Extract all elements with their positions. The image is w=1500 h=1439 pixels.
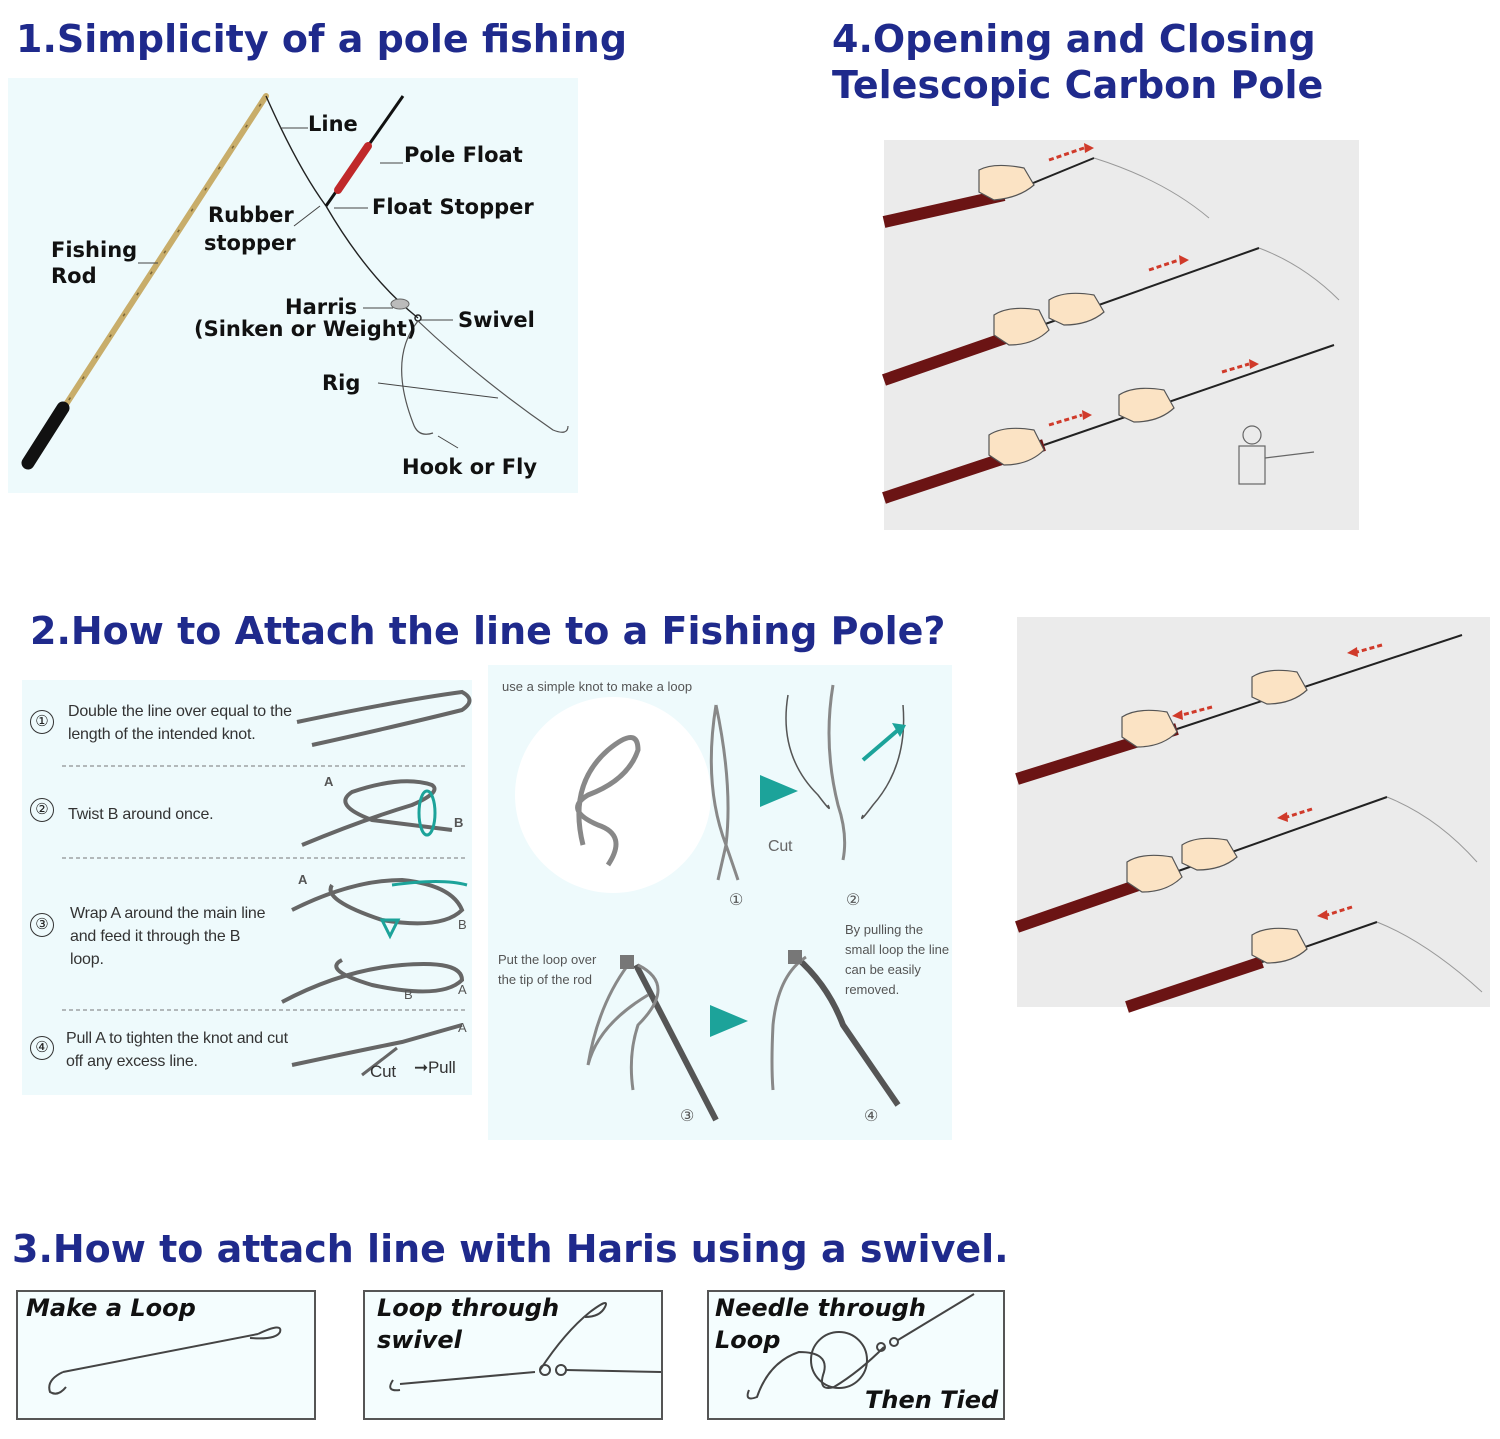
loop-swivel-drawing bbox=[389, 1302, 662, 1392]
section1-heading: 1.Simplicity of a pole fishing bbox=[16, 17, 628, 61]
label-hook: Hook or Fly bbox=[402, 455, 538, 479]
mark-b-step3: B bbox=[458, 917, 467, 932]
step-1-number: ① bbox=[30, 710, 54, 734]
loop-swivel-box: Loop through swivel bbox=[363, 1290, 663, 1420]
label-rig: Rig bbox=[322, 371, 361, 395]
mark-a-step4: A bbox=[458, 1020, 467, 1035]
label-fishing: Fishing bbox=[51, 238, 138, 262]
mark-a-step2: A bbox=[324, 774, 334, 789]
label-stopper: stopper bbox=[204, 231, 296, 255]
section4-heading-line1: 4.Opening and Closing bbox=[832, 17, 1316, 61]
knot-steps-panel: ① Double the line over equal to the leng… bbox=[22, 680, 472, 1095]
note-by-pulling: By pulling the small loop the line can b… bbox=[845, 922, 950, 997]
mark-a-step3: A bbox=[298, 872, 308, 887]
note-put-loop: Put the loop over the tip of the rod bbox=[498, 952, 597, 987]
step-2-text: Twist B around once. bbox=[68, 806, 214, 823]
label-harris: Harris bbox=[285, 295, 358, 319]
step-4-number: ④ bbox=[30, 1036, 54, 1060]
loop-knot-drawing bbox=[515, 684, 906, 1122]
opening-pole-illustration bbox=[882, 140, 1359, 530]
knot-steps-drawing bbox=[62, 689, 472, 1077]
step-1-text: Double the line over equal to the length… bbox=[68, 703, 292, 743]
needle-loop-box: Needle through Loop Then Tied bbox=[707, 1290, 1005, 1420]
step-3-text: Wrap A around the main line and feed it … bbox=[70, 905, 266, 968]
needle-through-label: Needle through bbox=[715, 1294, 926, 1322]
mark-pull-step4: ➞Pull bbox=[414, 1058, 456, 1077]
make-loop-drawing bbox=[48, 1326, 282, 1395]
mark-cut-step4: Cut bbox=[370, 1062, 396, 1081]
loop-step-2-number: ② bbox=[846, 892, 861, 909]
section2-heading: 2.How to Attach the line to a Fishing Po… bbox=[30, 609, 946, 653]
make-loop-box: Make a Loop bbox=[16, 1290, 316, 1420]
loop-through-label: Loop through bbox=[377, 1294, 560, 1322]
opening-pole-drawing bbox=[882, 143, 1340, 504]
mark-b-step3b: B bbox=[404, 987, 413, 1002]
section3-heading: 3.How to attach line with Haris using a … bbox=[12, 1227, 1009, 1271]
loop-step-3-number: ③ bbox=[680, 1108, 695, 1125]
label-rubber: Rubber bbox=[208, 203, 294, 227]
label-line: Line bbox=[308, 112, 358, 136]
label-rod: Rod bbox=[51, 264, 97, 288]
loop-step-1-number: ① bbox=[729, 892, 744, 909]
pole-fishing-drawing bbox=[21, 93, 569, 470]
pole-fishing-diagram: Line Pole Float Float Stopper Rubber sto… bbox=[8, 78, 578, 493]
caption-simple-knot: use a simple knot to make a loop bbox=[502, 679, 693, 694]
needle-loop-drawing bbox=[746, 1293, 975, 1400]
closing-pole-illustration bbox=[1015, 617, 1490, 1013]
label-sinken: (Sinken or Weight) bbox=[194, 317, 417, 341]
section4-heading-line2: Telescopic Carbon Pole bbox=[832, 63, 1324, 107]
closing-pole-drawing bbox=[1015, 634, 1483, 1013]
mark-a-step3b: A bbox=[458, 982, 467, 997]
loop-step-4-number: ④ bbox=[864, 1108, 879, 1125]
label-pole-float: Pole Float bbox=[404, 143, 523, 167]
label-cut-loop: Cut bbox=[768, 838, 793, 855]
make-loop-label: Make a Loop bbox=[26, 1294, 196, 1322]
step-4-text: Pull A to tighten the knot and cut off a… bbox=[66, 1030, 288, 1070]
mark-b-step2: B bbox=[454, 815, 464, 830]
then-tied-label: Then Tied bbox=[865, 1386, 999, 1414]
label-float-stopper: Float Stopper bbox=[372, 195, 534, 219]
loop-knot-panel: use a simple knot to make a loop Cut ① ②… bbox=[488, 665, 952, 1140]
step-3-number: ③ bbox=[30, 913, 54, 937]
swivel-label: swivel bbox=[377, 1326, 462, 1354]
loop-label: Loop bbox=[715, 1326, 781, 1354]
step-2-number: ② bbox=[30, 798, 54, 822]
label-swivel: Swivel bbox=[458, 308, 535, 332]
